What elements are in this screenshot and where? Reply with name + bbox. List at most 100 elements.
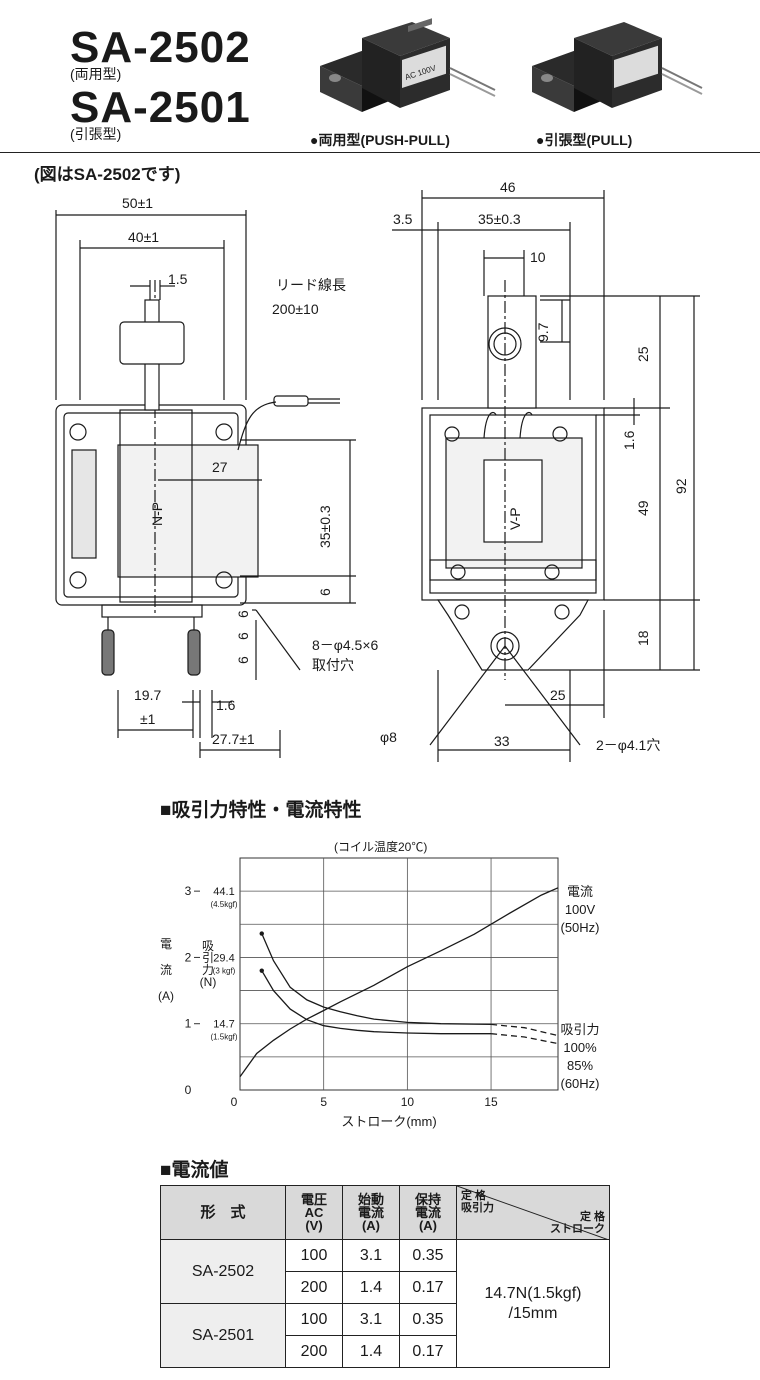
- header-model: 形 式: [160, 1185, 286, 1240]
- label-vp: V-P: [507, 507, 523, 530]
- y-tick-label: 1: [185, 1017, 192, 1031]
- header-divider: [0, 152, 760, 153]
- dimension-drawings: 50±1 40±1 1.5 リード線長 200±10 27 35±0.3 6 6…: [55, 179, 700, 762]
- push-pull-solenoid-photo: AC 100V: [320, 18, 496, 112]
- cell-start: 1.4: [342, 1271, 400, 1304]
- cell-voltage: 100: [285, 1303, 343, 1336]
- table-row: 200 1.4 0.17: [161, 1271, 610, 1304]
- header-start-current: 始動電流(A): [342, 1185, 400, 1240]
- cell-rated: 14.7N(1.5kgf)/15mm: [456, 1239, 610, 1368]
- series-start-point-1: [259, 931, 264, 936]
- force-freq-label: (60Hz): [560, 1076, 599, 1091]
- force-tick-kgf: (1.5kgf): [210, 1033, 237, 1042]
- x-tick-label: 5: [320, 1095, 327, 1109]
- cell-hold: 0.35: [399, 1239, 457, 1272]
- cell-hold: 0.35: [399, 1303, 457, 1336]
- cell-hold: 0.17: [399, 1335, 457, 1368]
- cell-voltage: 200: [285, 1271, 343, 1304]
- force-axis-label: 吸: [202, 939, 214, 953]
- cell-start: 3.1: [342, 1239, 400, 1272]
- dim-1-6-side: 1.6: [216, 697, 236, 713]
- dim-3-5: 3.5: [393, 211, 413, 227]
- cell-voltage: 100: [285, 1239, 343, 1272]
- drawing-note: (図はSA-2502です): [34, 165, 181, 184]
- chart-section-title: ■吸引力特性・電流特性: [160, 800, 362, 821]
- dim-25-horiz: 25: [550, 687, 566, 703]
- x-tick-label: 0: [231, 1095, 238, 1109]
- dim-33: 33: [494, 733, 510, 749]
- force-85-label: 85%: [567, 1058, 593, 1073]
- current-series-label: 電流: [567, 884, 593, 899]
- force-tick-label: 14.7: [213, 1019, 234, 1031]
- holes-label: 取付穴: [312, 657, 354, 673]
- dim-49: 49: [635, 500, 651, 516]
- model-sa2502: SA-2502: [70, 23, 251, 72]
- cell-voltage: 200: [285, 1335, 343, 1368]
- cell-start: 3.1: [342, 1303, 400, 1336]
- photo-caption-pull: ●引張型(PULL): [536, 132, 633, 148]
- series-line-1: [261, 933, 492, 1026]
- force-tick-label: 44.1: [213, 886, 234, 898]
- force-series-label: 吸引力: [560, 1022, 599, 1037]
- header-diagonal: [457, 1186, 609, 1240]
- dim-46: 46: [500, 179, 516, 195]
- header-rated-force: 定 格吸引力: [461, 1190, 494, 1214]
- model-sa2501-type: (引張型): [70, 126, 122, 142]
- dim-27: 27: [212, 459, 228, 475]
- current-series-label: 100V: [565, 902, 596, 917]
- cell-model-sa2502: SA-2502: [160, 1239, 286, 1304]
- photo-caption-push-pull: ●両用型(PUSH-PULL): [310, 132, 450, 148]
- side-plunger-head: [119, 321, 185, 365]
- dim-1-6-front: 1.6: [621, 430, 637, 450]
- series-line-2: [261, 970, 492, 1035]
- header-hold-current: 保持電流(A): [399, 1185, 457, 1240]
- current-axis-label: (A): [158, 989, 174, 1003]
- current-series-label: (50Hz): [560, 920, 599, 935]
- lead-length: 200±10: [272, 301, 319, 317]
- dim-9-7: 9.7: [535, 322, 551, 342]
- dim-6-a: 6: [235, 610, 251, 618]
- force-tick-kgf: (3 kgf): [213, 966, 236, 975]
- dim-50: 50±1: [122, 195, 153, 211]
- dim-35-front: 35±0.3: [478, 211, 521, 227]
- dim-phi8: φ8: [380, 729, 397, 745]
- force-tick-label: 29.4: [213, 952, 234, 964]
- chart-subtitle: (コイル温度20℃): [334, 840, 428, 854]
- dim-92: 92: [673, 478, 689, 494]
- table-row: 200 1.4 0.17: [161, 1335, 610, 1368]
- model-sa2501: SA-2501: [70, 83, 251, 132]
- dim-18: 18: [635, 630, 651, 646]
- force-axis-label: 引: [202, 951, 214, 965]
- dim-10: 10: [530, 249, 546, 265]
- pull-solenoid-photo: [532, 22, 703, 112]
- y-tick-label: 0: [185, 1083, 192, 1097]
- dim-6-c: 6: [235, 656, 251, 664]
- label-np: N-P: [149, 502, 165, 526]
- x-tick-label: 10: [401, 1095, 415, 1109]
- series-line-dashed-2: [491, 1033, 559, 1045]
- series-line-dashed-1: [491, 1023, 559, 1037]
- table-row: SA-2501 100 3.1 0.35: [160, 1303, 610, 1368]
- dim-35-side: 35±0.3: [317, 505, 333, 548]
- model-sa2502-type: (両用型): [70, 66, 122, 82]
- header-rated-stroke: 定 格ストローク: [550, 1211, 605, 1235]
- lead-label: リード線長: [276, 277, 346, 293]
- current-axis-label: 流: [160, 963, 172, 977]
- table-section-title: ■電流値: [160, 1160, 229, 1181]
- dim-6-top: 6: [317, 588, 333, 596]
- y-tick-label: 2: [185, 950, 192, 964]
- dim-19-7-tol: ±1: [140, 711, 156, 727]
- cell-hold: 0.17: [399, 1271, 457, 1304]
- table-row: SA-2502 100 3.1 0.35 14.7N(1.5kgf)/15mm: [160, 1239, 610, 1368]
- x-tick-label: 15: [484, 1095, 498, 1109]
- dim-2-phi-4-1: 2－φ4.1穴: [596, 737, 660, 753]
- dim-25-vert: 25: [635, 346, 651, 362]
- series-start-point-2: [259, 968, 264, 973]
- plot-frame: [239, 857, 559, 1091]
- current-axis-label: 電: [160, 937, 172, 951]
- dim-1-5: 1.5: [168, 271, 188, 287]
- force-axis-label: 力: [202, 963, 214, 977]
- force-axis-label: (N): [200, 975, 217, 989]
